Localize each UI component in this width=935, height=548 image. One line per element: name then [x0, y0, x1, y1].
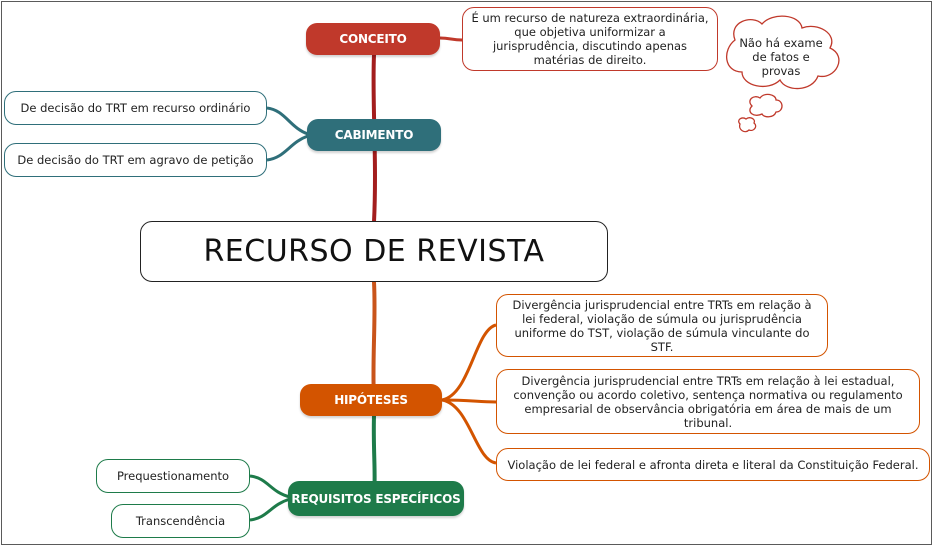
cabimento-connector-1: [266, 106, 309, 136]
cabimento-node: CABIMENTO: [307, 119, 441, 151]
requisitos-item-1: Prequestionamento: [96, 459, 250, 493]
cabimento-item-2: De decisão do TRT em agravo de petição: [4, 143, 267, 177]
hipoteses-node: HIPÓTESES: [300, 384, 442, 416]
conceito-connector: [439, 36, 463, 42]
cabimento-connector-2: [266, 134, 309, 162]
requisitos-item-2: Transcendência: [111, 504, 250, 538]
page-title: RECURSO DE REVISTA: [140, 221, 608, 282]
hipoteses-connector-1: [441, 323, 497, 402]
hipoteses-item-3: Violação de lei federal e afronta direta…: [496, 448, 930, 481]
conceito-description: É um recurso de natureza extraordinária,…: [462, 7, 718, 71]
hipoteses-item-2: Divergência jurisprudencial entre TRTs e…: [496, 369, 920, 434]
hipoteses-item-1: Divergência jurisprudencial entre TRTs e…: [496, 294, 828, 357]
trunk-bottom-line: [371, 280, 377, 402]
conceito-node: CONCEITO: [306, 23, 440, 55]
thought-cloud-text: Não há exame de fatos e provas: [739, 36, 823, 78]
thought-cloud-icon: [726, 15, 840, 133]
requisitos-connector-1: [249, 474, 291, 499]
hipoteses-connector-2: [441, 398, 497, 404]
hipoteses-connector-3: [441, 398, 497, 465]
cabimento-item-1: De decisão do TRT em recurso ordinário: [4, 91, 267, 125]
requisitos-connector-2: [249, 497, 291, 522]
requisitos-node: REQUISITOS ESPECÍFICOS: [288, 481, 464, 516]
